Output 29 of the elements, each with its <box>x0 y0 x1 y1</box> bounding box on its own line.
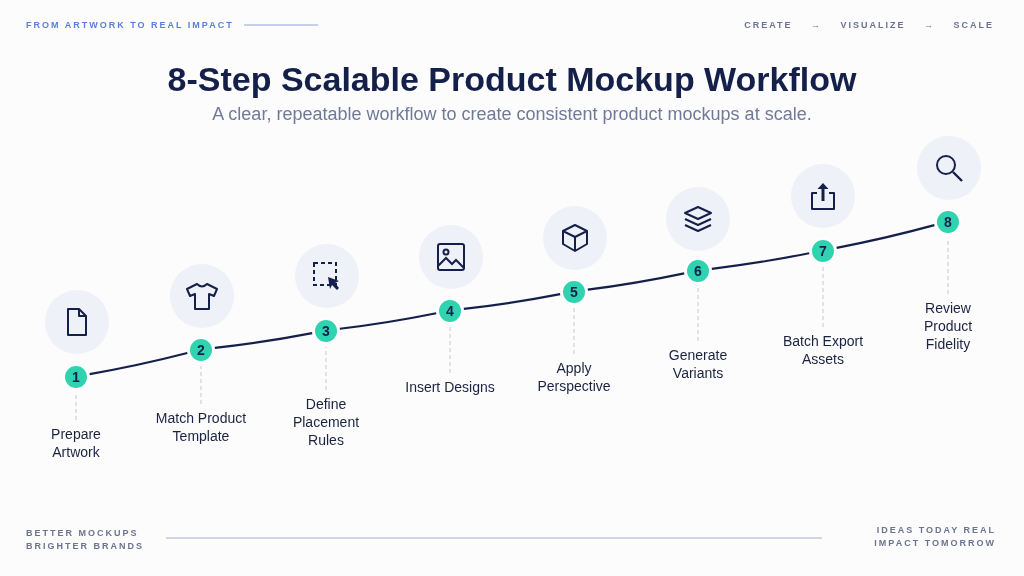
connector-line <box>214 332 313 349</box>
connector-line <box>836 224 935 249</box>
step-number-circle: 4 <box>437 298 463 324</box>
step-number-circle: 6 <box>685 258 711 284</box>
step-label: Batch Export Assets <box>775 332 871 368</box>
connector-line <box>587 272 685 291</box>
step-number-circle: 7 <box>810 238 836 264</box>
step-label: Define Placement Rules <box>278 395 374 449</box>
footer-slogan: IDEAS TODAY REAL IMPACT TOMORROW <box>873 524 996 550</box>
step-label: Review Product Fidelity <box>900 299 996 353</box>
connector-line <box>711 252 810 270</box>
step-label: Insert Designs <box>402 378 498 396</box>
step-label: Prepare Artwork <box>28 425 124 461</box>
process-steps: CREATE → VISUALIZE → SCALE <box>744 20 994 30</box>
step-number-circle: 5 <box>561 279 587 305</box>
connector-line <box>463 293 561 310</box>
footer-slogan: BETTER MOCKUPS BRIGHTER BRANDS <box>26 527 145 553</box>
subtitle: A clear, repeatable workflow to create consistent product mockups at scale. <box>211 104 813 125</box>
step-number-circle: 2 <box>188 337 214 363</box>
step-number-circle: 1 <box>63 364 89 390</box>
step-number-circle: 8 <box>935 209 961 235</box>
title: 8-Step Scalable Product Mockup Workflow <box>166 60 858 99</box>
connector-line <box>89 351 188 376</box>
step-number-circle: 3 <box>313 318 339 344</box>
step-label: Match Product Template <box>153 409 249 445</box>
tagline: FROM ARTWORK TO REAL IMPACT <box>26 20 234 30</box>
step-label: Generate Variants <box>650 346 746 382</box>
step-label: Apply Perspective <box>526 359 622 395</box>
connector-line <box>339 312 437 330</box>
